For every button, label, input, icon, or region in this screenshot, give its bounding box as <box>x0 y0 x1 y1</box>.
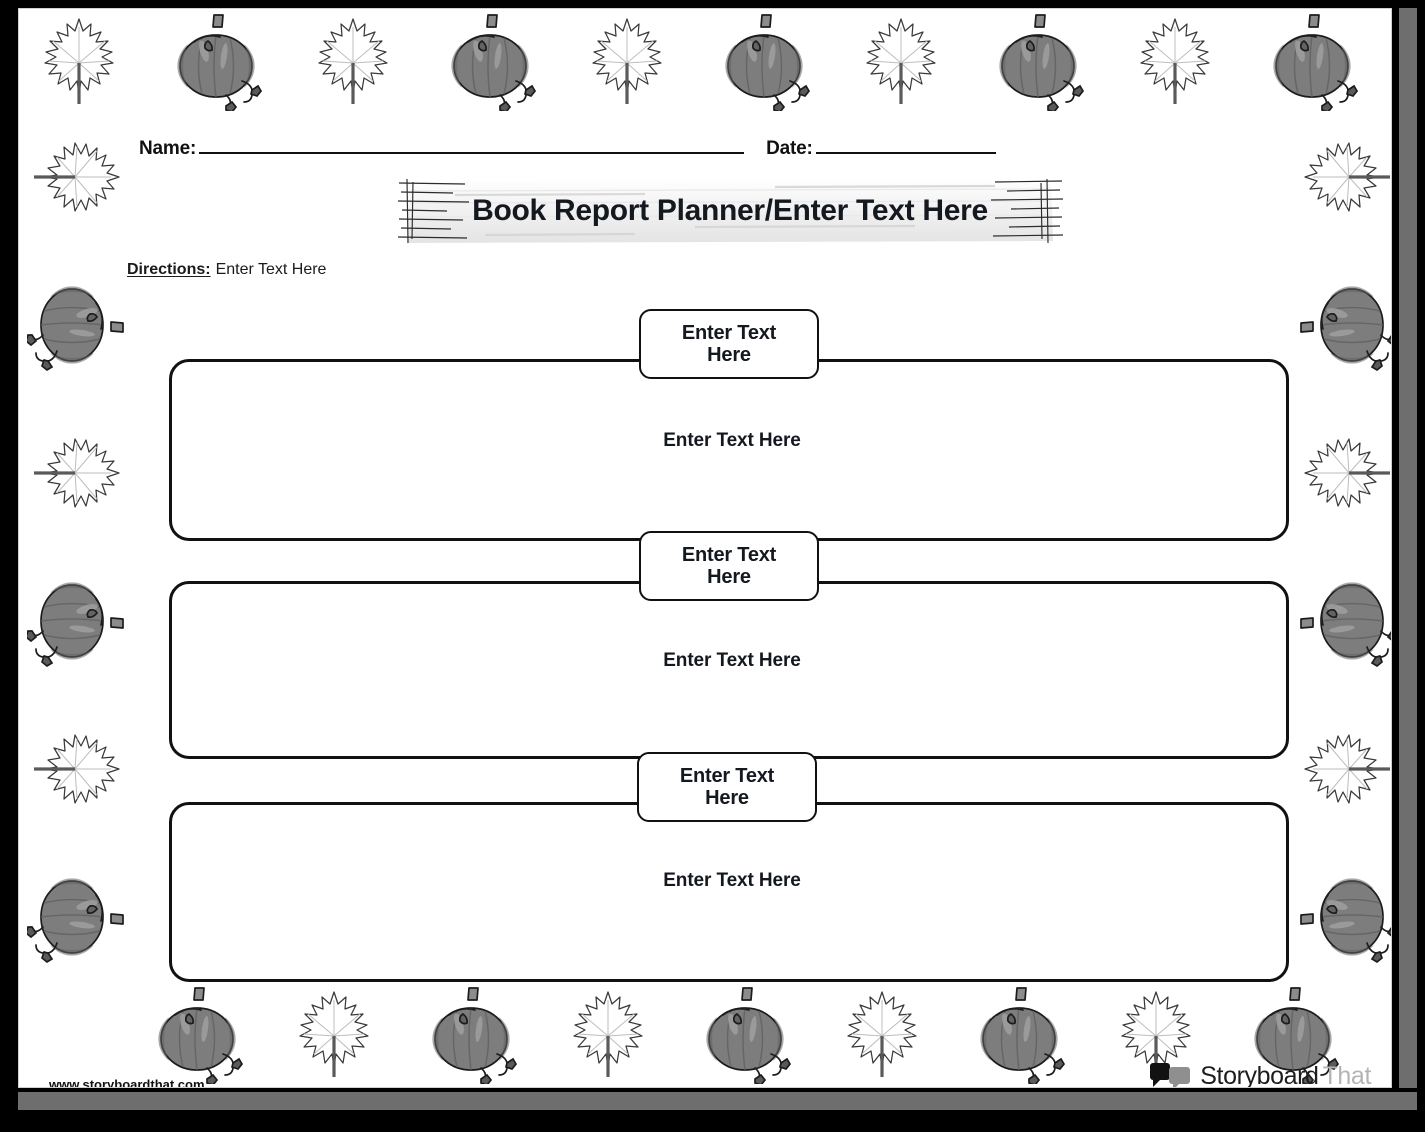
leaf-icon-left-0 <box>27 127 127 227</box>
leaf-icon-right-2 <box>1297 423 1391 523</box>
content-box-2-text[interactable]: Enter Text Here <box>663 650 801 671</box>
banner-brushstroke-icon <box>397 178 1064 244</box>
leaf-icon-bottom-9 <box>1380 984 1391 1084</box>
speech-bubbles-icon <box>1150 1062 1191 1087</box>
section-label-1-line1: Enter Text <box>681 321 777 344</box>
worksheet-page: Name: Date: <box>18 8 1392 1088</box>
name-label: Name: <box>139 138 197 159</box>
directions-row: Directions: Enter Text Here <box>127 261 326 279</box>
section-label-1-line2: Here <box>707 344 751 366</box>
leaf-icon-left-2 <box>27 423 127 523</box>
pumpkin-icon-top-1 <box>166 11 266 111</box>
pumpkin-icon-top-9 <box>1262 11 1362 111</box>
brand-name: Storyboard <box>1200 1062 1319 1088</box>
section-label-1[interactable]: Enter Text Here <box>639 309 819 379</box>
pumpkin-icon-bottom-6 <box>969 984 1069 1084</box>
leaf-icon-left-4 <box>27 719 127 819</box>
leaf-icon-bottom-1 <box>284 984 384 1084</box>
pumpkin-icon-bottom-2 <box>421 984 521 1084</box>
pumpkin-icon-top-5 <box>714 11 814 111</box>
pumpkin-icon-right-5 <box>1297 867 1391 967</box>
pumpkin-icon-left-5 <box>27 867 127 967</box>
title-banner[interactable]: Book Report Planner/Enter Text Here <box>395 177 1065 245</box>
pumpkin-icon-top-7 <box>988 11 1088 111</box>
content-box-3-text[interactable]: Enter Text Here <box>663 870 801 891</box>
leaf-icon-right-4 <box>1297 719 1391 819</box>
pumpkin-icon-top-3 <box>440 11 540 111</box>
directions-label: Directions: <box>127 261 211 278</box>
leaf-icon-top-8 <box>1125 11 1225 111</box>
section-label-3-line2: Here <box>705 787 749 809</box>
leaf-icon-right-0 <box>1297 127 1391 227</box>
horizontal-scrollbar[interactable] <box>18 1092 1417 1110</box>
section-label-2[interactable]: Enter Text Here <box>639 531 819 601</box>
directions-value[interactable]: Enter Text Here <box>215 261 327 278</box>
pumpkin-icon-bottom-4 <box>695 984 795 1084</box>
content-box-2[interactable]: Enter Text Here <box>169 581 1289 759</box>
leaf-icon-bottom-5 <box>832 984 932 1084</box>
section-label-3-line1: Enter Text <box>679 764 775 787</box>
worksheet-title: Book Report Planner/Enter Text Here <box>472 194 988 227</box>
storyboardthat-logo[interactable]: Storyboard That <box>1149 1062 1372 1088</box>
pumpkin-icon-right-3 <box>1297 571 1391 671</box>
content-box-1-text[interactable]: Enter Text Here <box>663 430 801 451</box>
section-label-3[interactable]: Enter Text Here <box>637 752 817 822</box>
leaf-icon-top-6 <box>851 11 951 111</box>
pumpkin-icon-bottom-0 <box>147 984 247 1084</box>
leaf-icon-bottom-3 <box>558 984 658 1084</box>
date-input-line[interactable] <box>815 137 996 154</box>
section-label-2-line1: Enter Text <box>681 543 777 566</box>
leaf-icon-top-2 <box>303 11 403 111</box>
vertical-scrollbar[interactable] <box>1399 8 1417 1088</box>
leaf-icon-top-0 <box>29 11 129 111</box>
content-box-1[interactable]: Enter Text Here <box>169 359 1289 541</box>
section-label-2-line2: Here <box>707 566 751 588</box>
name-input-line[interactable] <box>199 137 745 154</box>
leaf-icon-top-4 <box>577 11 677 111</box>
footer-website-url: www.storyboardthat.com <box>49 1077 205 1088</box>
pumpkin-icon-left-3 <box>27 571 127 671</box>
pumpkin-icon-right-1 <box>1297 275 1391 375</box>
pumpkin-icon-left-1 <box>27 275 127 375</box>
date-label: Date: <box>766 138 813 159</box>
content-box-3[interactable]: Enter Text Here <box>169 802 1289 982</box>
name-date-row: Name: Date: <box>139 137 1049 167</box>
brand-suffix: That <box>1322 1062 1372 1088</box>
